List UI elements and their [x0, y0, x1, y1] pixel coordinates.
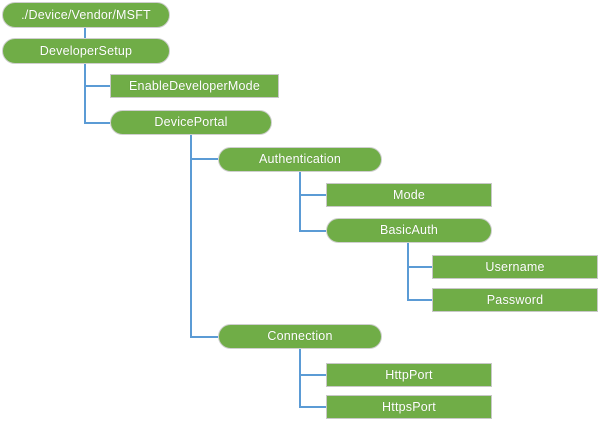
tree-node-label: HttpsPort — [382, 399, 436, 414]
tree-node-basicauth[interactable]: BasicAuth — [326, 218, 492, 243]
connector-deviceportal-to-authentication — [190, 135, 218, 160]
connector-connection-to-httpport — [299, 349, 326, 376]
connector-connection-to-httpsport — [299, 349, 326, 408]
tree-node-authentication[interactable]: Authentication — [218, 147, 382, 172]
tree-node-label: Authentication — [258, 152, 342, 167]
connector-basicauth-to-username — [407, 243, 432, 268]
tree-node-password[interactable]: Password — [432, 288, 598, 312]
tree-node-label: BasicAuth — [379, 223, 439, 238]
tree-node-label: Connection — [267, 329, 333, 344]
tree-node-connection[interactable]: Connection — [218, 324, 382, 349]
connector-authentication-to-basicauth — [299, 172, 326, 232]
connector-authentication-to-mode — [299, 172, 326, 196]
connector-deviceportal-to-connection — [190, 135, 218, 338]
tree-node-label: Password — [486, 292, 544, 307]
tree-node-username[interactable]: Username — [432, 255, 598, 279]
tree-node-root[interactable]: ./Device/Vendor/MSFT — [2, 2, 170, 28]
connector-developersetup-to-enabledevelopermode — [84, 64, 110, 87]
tree-node-label: DeveloperSetup — [39, 43, 133, 58]
tree-node-deviceportal[interactable]: DevicePortal — [110, 110, 272, 135]
tree-node-label: Mode — [392, 187, 426, 202]
tree-node-label: ./Device/Vendor/MSFT — [21, 7, 151, 22]
tree-node-label: HttpPort — [385, 367, 433, 382]
tree-node-httpport[interactable]: HttpPort — [326, 363, 492, 387]
tree-node-label: Username — [485, 259, 545, 274]
tree-node-httpsport[interactable]: HttpsPort — [326, 395, 492, 419]
tree-node-label: DevicePortal — [154, 115, 228, 130]
connector-basicauth-to-password — [407, 243, 432, 301]
tree-node-developersetup[interactable]: DeveloperSetup — [2, 38, 170, 64]
tree-node-enabledevelopermode[interactable]: EnableDeveloperMode — [110, 74, 279, 98]
tree-node-label: EnableDeveloperMode — [129, 78, 260, 93]
connector-developersetup-to-deviceportal — [84, 64, 110, 124]
tree-node-mode[interactable]: Mode — [326, 183, 492, 207]
